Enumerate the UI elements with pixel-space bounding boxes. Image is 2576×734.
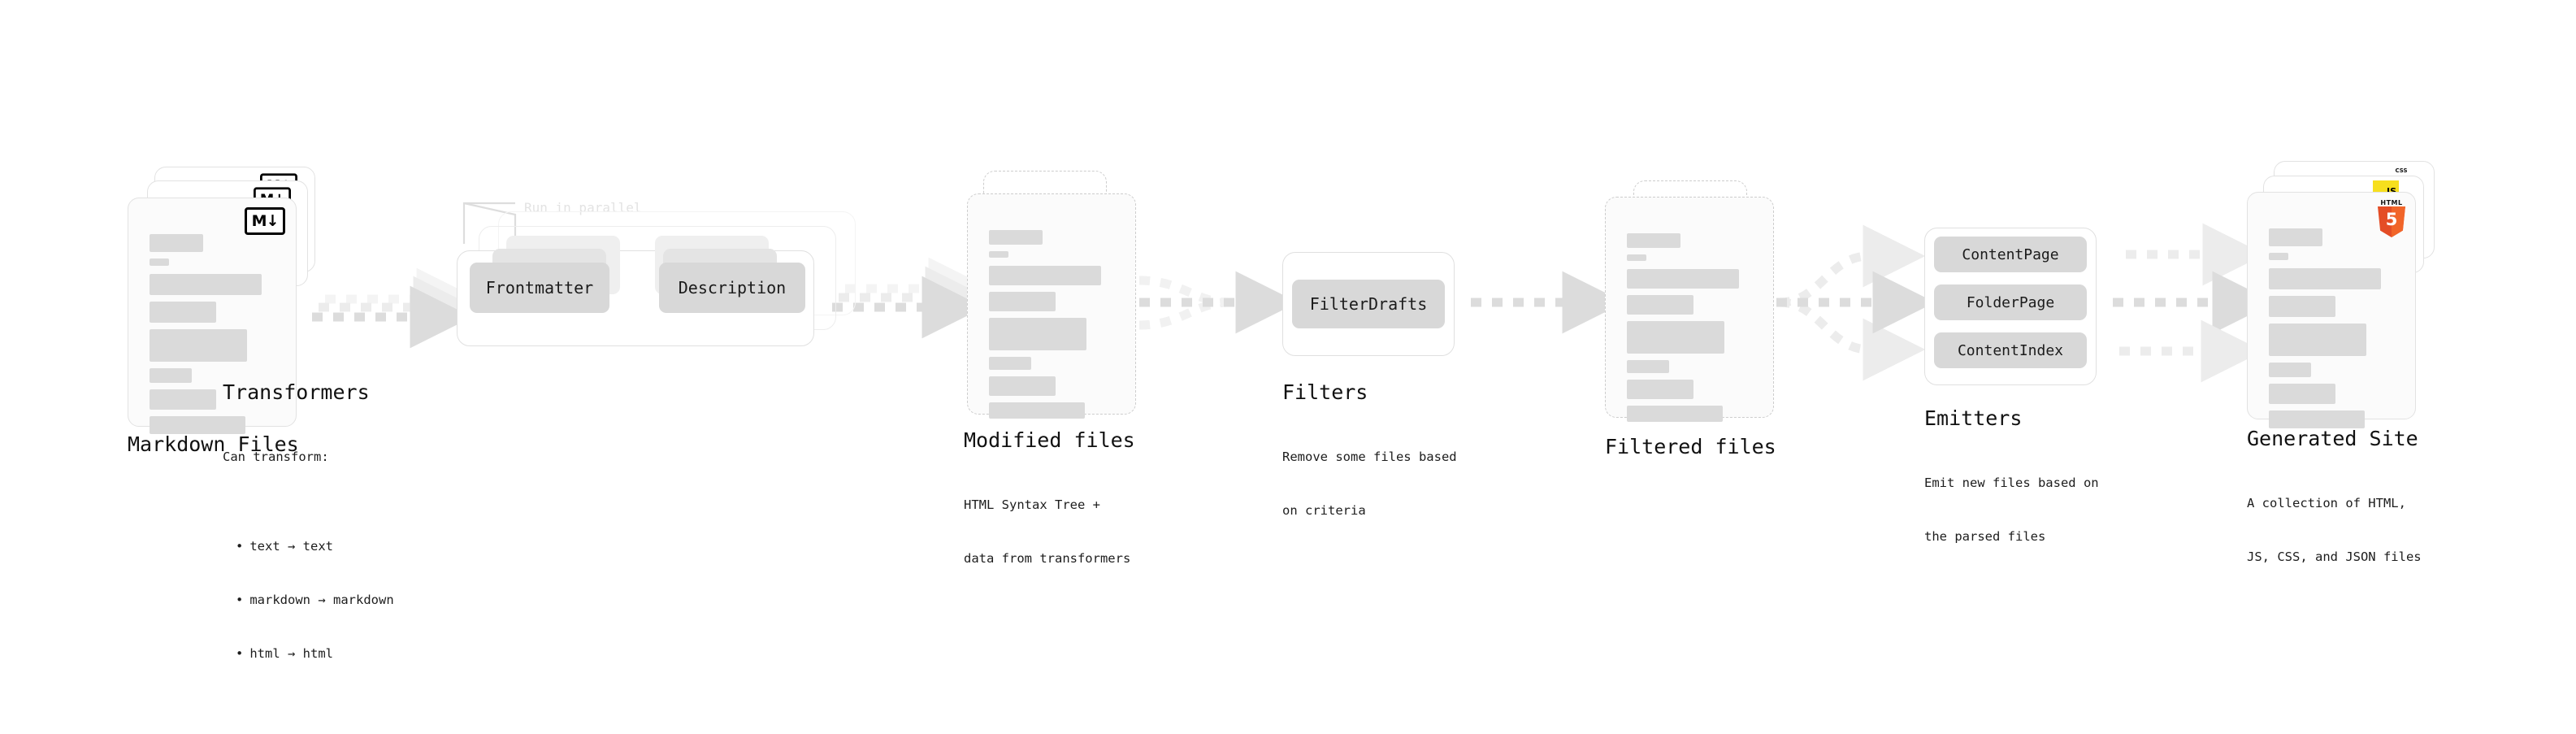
emitter-pill-contentindex[interactable]: ContentIndex xyxy=(1934,332,2087,368)
generated-site-subtitle: A collection of HTML, JS, CSS, and JSON … xyxy=(2247,458,2422,602)
html5-icon-caption: HTML xyxy=(2380,199,2403,206)
markdown-card-front: M↓ xyxy=(128,198,297,434)
markdown-files-title: Markdown Files xyxy=(128,432,299,456)
transformer-pill-description[interactable]: Description xyxy=(659,263,805,313)
markdown-icon: M↓ xyxy=(245,207,285,235)
transformers-transform-list: text → text markdown → markdown html → h… xyxy=(223,502,394,698)
filtered-card-lines xyxy=(1627,233,1739,428)
filters-subtitle-line-2: on criteria xyxy=(1282,503,1366,518)
diagram-canvas: M↓ M↓ M↓ Markdown Files Run in par xyxy=(0,0,2576,681)
modified-files-subtitle-line-1: HTML Syntax Tree + xyxy=(964,497,1100,512)
generated-site-subtitle-line-2: JS, CSS, and JSON files xyxy=(2247,549,2422,564)
filtered-card-front xyxy=(1605,197,1774,422)
modified-card-lines xyxy=(989,230,1101,425)
transform-item-html: html → html xyxy=(236,645,394,662)
site-card-front: HTML 5 xyxy=(2247,192,2416,428)
emitters-subtitle-line-2: the parsed files xyxy=(1924,529,2046,544)
html5-icon-number: 5 xyxy=(2385,210,2398,229)
transformer-pill-frontmatter[interactable]: Frontmatter xyxy=(470,263,609,313)
html5-icon-shield: 5 xyxy=(2378,206,2405,237)
connector-md-to-transformers xyxy=(312,267,479,349)
site-card-lines xyxy=(2269,228,2381,435)
emitters-subtitle-line-1: Emit new files based on xyxy=(1924,476,2099,490)
markdown-card-lines xyxy=(150,234,262,441)
transformers-subtitle-heading: Can transform: xyxy=(223,450,329,464)
emitter-pill-folderpage[interactable]: FolderPage xyxy=(1934,284,2087,320)
emitter-pill-contentpage[interactable]: ContentPage xyxy=(1934,237,2087,272)
modified-files-subtitle-line-2: data from transformers xyxy=(964,551,1131,566)
modified-card-front xyxy=(967,193,1136,419)
transform-item-text: text → text xyxy=(236,537,394,555)
filter-pill-filterdrafts[interactable]: FilterDrafts xyxy=(1292,280,1445,328)
connector-filtered-to-emitters xyxy=(1776,224,1936,381)
modified-files-subtitle: HTML Syntax Tree + data from transformer… xyxy=(964,460,1130,603)
connector-modified-to-filters xyxy=(1138,271,1299,334)
filters-subtitle-line-1: Remove some files based xyxy=(1282,450,1457,464)
transformers-subtitle: Can transform: text → text markdown → ma… xyxy=(223,412,394,734)
transform-item-markdown: markdown → markdown xyxy=(236,591,393,609)
modified-files-title: Modified files xyxy=(964,428,1135,452)
emitters-title: Emitters xyxy=(1924,406,2023,430)
filtered-files-title: Filtered files xyxy=(1605,435,1776,458)
filters-subtitle: Remove some files based on criteria xyxy=(1282,412,1457,555)
generated-site-title: Generated Site xyxy=(2247,427,2418,450)
connector-emitters-to-site xyxy=(2113,223,2275,383)
filters-title: Filters xyxy=(1282,380,1368,404)
transformers-title: Transformers xyxy=(223,380,370,404)
generated-site-subtitle-line-1: A collection of HTML, xyxy=(2247,496,2406,510)
html5-icon: HTML 5 xyxy=(2378,199,2405,237)
emitters-subtitle: Emit new files based on the parsed files xyxy=(1924,438,2099,581)
